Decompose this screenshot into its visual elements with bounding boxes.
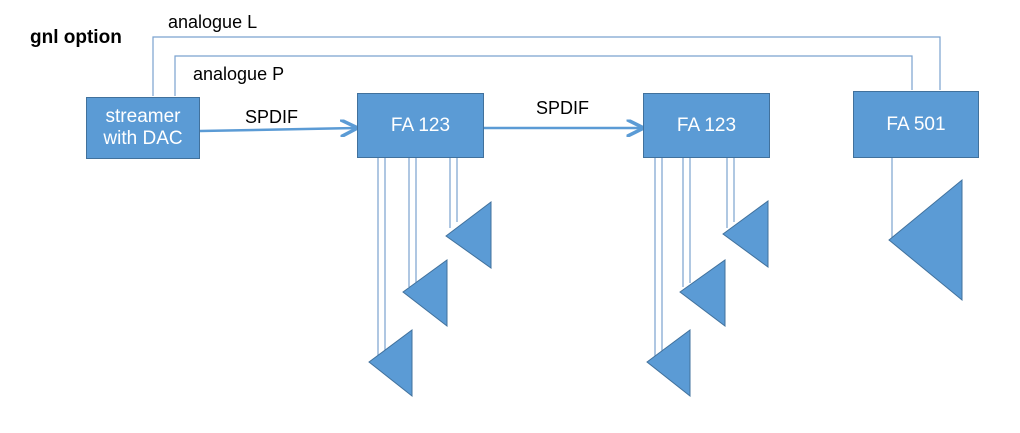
spdif-label-1: SPDIF [245,107,299,127]
speaker-icon [402,259,448,328]
fa123-a-speaker-wires [377,158,458,368]
diagram-title: gnl option [30,27,122,48]
speaker-icon [445,200,492,269]
spdif-label-2: SPDIF [536,98,590,118]
speaker-icon [646,329,691,398]
analogue-p-wire [174,55,913,96]
fa123-box-1[interactable]: FA 123 [357,93,484,158]
speaker-icon [368,329,413,398]
streamer-box[interactable]: streamer with DAC [86,97,200,159]
speaker-icon [679,259,726,328]
analogue-l-wire [152,36,941,96]
spdif-arrow-1 [199,128,356,131]
fa123-b-speaker-wires [654,158,735,368]
speaker-icon [722,200,769,268]
analogue-p-label: analogue P [193,64,285,84]
fa123-box-2[interactable]: FA 123 [643,93,770,158]
fa501-box[interactable]: FA 501 [853,91,979,158]
analogue-l-label: analogue L [168,12,258,32]
speaker-icon [888,178,963,302]
